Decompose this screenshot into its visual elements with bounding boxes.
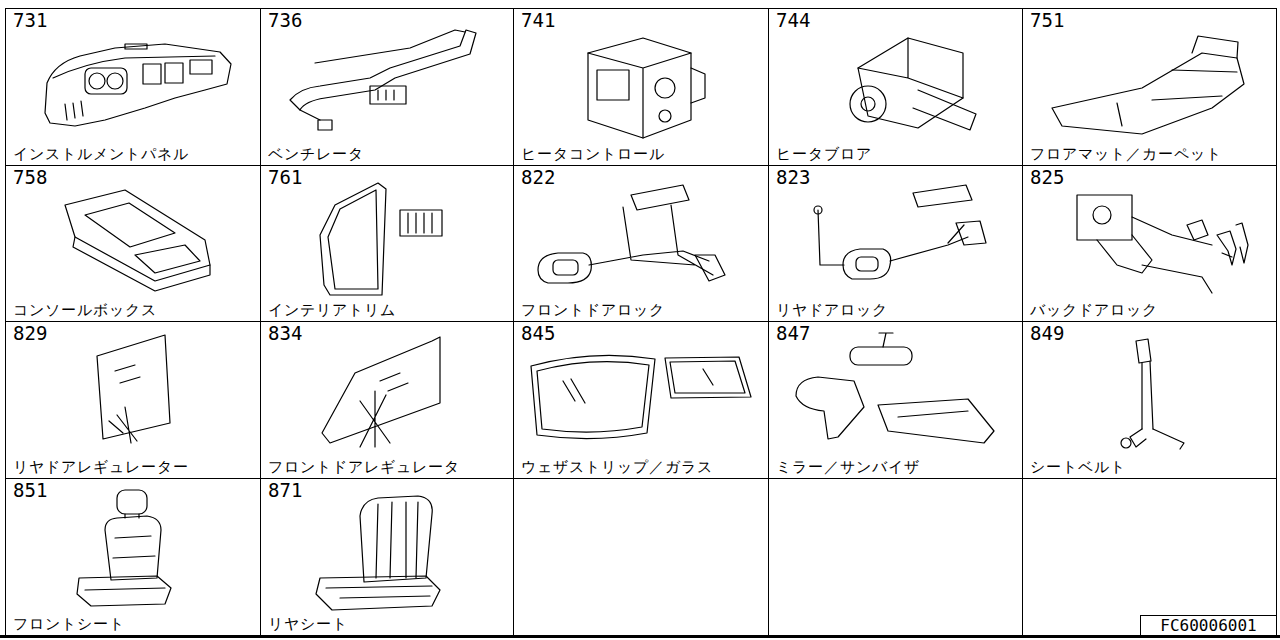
- back-door-lock-drawing: [1077, 195, 1248, 293]
- floor-mat-drawing: [1052, 36, 1244, 134]
- callout-number: 731: [13, 10, 254, 31]
- seat-belt-drawing: [1121, 339, 1184, 449]
- catalog-cell: 822 フロントドアロック: [513, 165, 769, 322]
- callout-number: 825: [1030, 167, 1270, 188]
- part-name: フロントシート: [13, 616, 254, 633]
- catalog-cell: 823 リヤドアロック: [768, 165, 1023, 322]
- catalog-cell: 829 リヤドアレギュレーター: [5, 321, 261, 479]
- part-name: リヤドアレギュレーター: [13, 459, 254, 476]
- heater-control-drawing: [588, 38, 705, 138]
- glass-drawing: [531, 355, 751, 438]
- callout-number: 751: [1030, 10, 1270, 31]
- callout-number: 736: [268, 10, 507, 31]
- part-name: フロントドアロック: [521, 302, 762, 319]
- front-seat-drawing: [77, 490, 171, 606]
- catalog-cell: 758 コンソールボックス: [5, 165, 261, 322]
- part-name: リヤシート: [268, 616, 507, 633]
- catalog-cell: 751 フロアマット／カーペット: [1022, 8, 1277, 166]
- console-box-drawing: [65, 190, 210, 291]
- catalog-cell: 871 リヤシート: [260, 478, 514, 636]
- part-name: インテリアトリム: [268, 302, 507, 319]
- catalog-cell: 845 ウェザストリップ／ガラス: [513, 321, 769, 479]
- catalog-cell: 744 ヒータブロア: [768, 8, 1023, 166]
- part-name: フロアマット／カーペット: [1030, 146, 1270, 163]
- instrument-panel-drawing: [45, 44, 231, 126]
- callout-number: 822: [521, 167, 762, 188]
- empty-cell: [1023, 479, 1277, 636]
- part-name: ヒータコントロール: [521, 146, 762, 163]
- rear-door-lock-drawing: [814, 185, 986, 279]
- callout-number: 834: [268, 323, 507, 344]
- callout-number: 758: [13, 167, 254, 188]
- rear-door-regulator-drawing: [97, 335, 170, 443]
- callout-number: 845: [521, 323, 762, 344]
- drawing-code: FC60006001: [1160, 617, 1256, 635]
- ventilator-drawing: [290, 30, 476, 130]
- callout-number: 744: [776, 10, 1016, 31]
- catalog-cell: 834 フロントドアレギュレータ: [260, 321, 514, 479]
- part-name: リヤドアロック: [776, 302, 1016, 319]
- mirror-sunvisor-drawing: [796, 333, 994, 443]
- catalog-cell: 731 インストルメントパネル: [5, 8, 261, 166]
- drawing-code-box: FC60006001: [1140, 615, 1277, 636]
- empty-cell: [514, 479, 769, 636]
- callout-number: 823: [776, 167, 1016, 188]
- catalog-cell: 761 インテリアトリム: [260, 165, 514, 322]
- catalog-cell: 736 ベンチレータ: [260, 8, 514, 166]
- part-name: ミラー／サンバイザ: [776, 459, 1016, 476]
- empty-cell: [769, 479, 1023, 636]
- callout-number: 829: [13, 323, 254, 344]
- callout-number: 871: [268, 480, 507, 501]
- callout-number: 851: [13, 480, 254, 501]
- part-name: ウェザストリップ／ガラス: [521, 459, 762, 476]
- part-name: フロントドアレギュレータ: [268, 459, 507, 476]
- catalog-cell: 847 ミラー／サンバイザ: [768, 321, 1023, 479]
- rear-seat-drawing: [316, 496, 440, 610]
- callout-number: 847: [776, 323, 1016, 344]
- part-name: ベンチレータ: [268, 146, 507, 163]
- part-name: ヒータブロア: [776, 146, 1016, 163]
- callout-number: 741: [521, 10, 762, 31]
- part-name: コンソールボックス: [13, 302, 254, 319]
- grid: [0, 479, 1280, 637]
- part-name: インストルメントパネル: [13, 146, 254, 163]
- callout-number: 849: [1030, 323, 1270, 344]
- callout-number: 761: [268, 167, 507, 188]
- interior-trim-drawing: [320, 183, 442, 295]
- heater-blower-drawing: [850, 38, 976, 130]
- catalog-cell: 849 シートベルト: [1022, 321, 1277, 479]
- part-name: バックドアロック: [1030, 302, 1270, 319]
- front-door-regulator-drawing: [322, 337, 440, 447]
- catalog-cell: 741 ヒータコントロール: [513, 8, 769, 166]
- catalog-cell: 851 フロントシート: [5, 478, 261, 636]
- front-door-lock-drawing: [538, 185, 725, 283]
- part-name: シートベルト: [1030, 459, 1270, 476]
- catalog-cell: 825 バックドアロック: [1022, 165, 1277, 322]
